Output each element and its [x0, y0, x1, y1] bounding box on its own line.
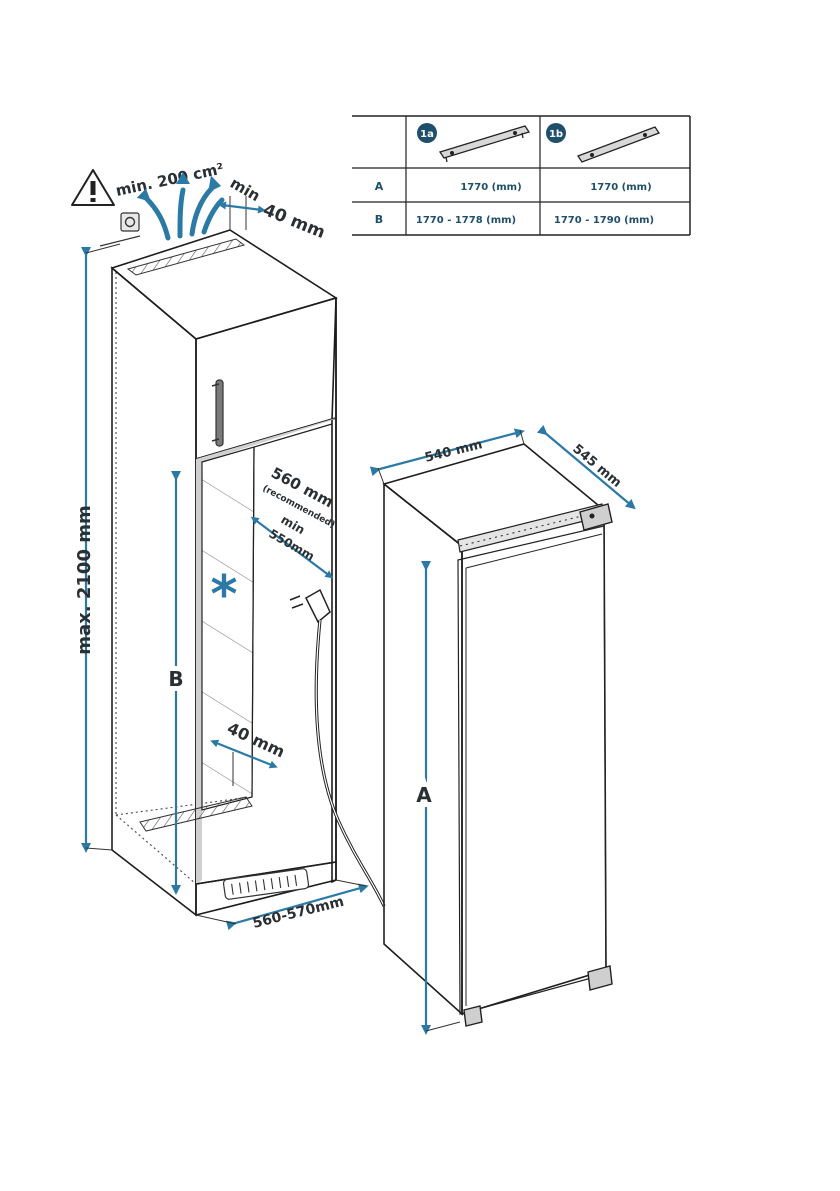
badge-1b-label: 1b: [549, 129, 563, 140]
door-handle: [216, 380, 223, 446]
label-b: B: [168, 667, 183, 691]
row-b-1b: 1770 - 1790 (mm): [554, 215, 654, 226]
height-max-label: max. 2100 mm: [74, 505, 95, 655]
row-a-key: A: [375, 180, 384, 193]
niche-height-dimension: max. 2100 mm: [74, 244, 120, 850]
ventilation-info: min. 200 cm² min 40 mm: [72, 159, 328, 246]
appliance-width-dimension: 540 mm: [376, 430, 524, 484]
badge-1a: 1a: [417, 123, 437, 143]
dimension-table: 1a 1b A 1770 (mm) 1770 (mm) B 1770 - 177…: [352, 116, 690, 235]
row-b-key: B: [375, 213, 383, 226]
bottom-hinge: [588, 966, 612, 990]
bracket-1a-icon: [440, 126, 529, 162]
row-a-1b: 1770 (mm): [590, 182, 651, 193]
niche-depth-dimension: 560 mm (recommended) min 550mm: [254, 464, 336, 576]
appliance-width-label: 540 mm: [423, 437, 484, 466]
socket-icon: [100, 213, 140, 246]
asterisk-mark: *: [210, 565, 237, 625]
row-b-1a: 1770 - 1778 (mm): [416, 215, 516, 226]
top-gap-min-label: min: [227, 174, 263, 205]
warning-icon: [72, 170, 114, 205]
badge-1b: 1b: [546, 123, 566, 143]
appliance: [384, 444, 612, 1026]
power-plug-icon: [290, 590, 384, 906]
label-a: A: [416, 783, 432, 807]
airflow-arrows: [146, 188, 222, 238]
width-label: 560-570mm: [251, 894, 346, 932]
niche-cabinet: *: [112, 230, 384, 915]
row-a-1a: 1770 (mm): [460, 182, 521, 193]
appliance-depth-label: 545 mm: [569, 442, 624, 491]
bracket-1b-icon: [578, 127, 659, 162]
appliance-depth-dimension: 545 mm: [544, 432, 632, 506]
niche-b-dimension: B B: [168, 476, 183, 890]
appliance-a-dimension: A A: [416, 566, 460, 1031]
top-gap-value-label: 40 mm: [260, 200, 328, 243]
badge-1a-label: 1a: [420, 129, 434, 140]
